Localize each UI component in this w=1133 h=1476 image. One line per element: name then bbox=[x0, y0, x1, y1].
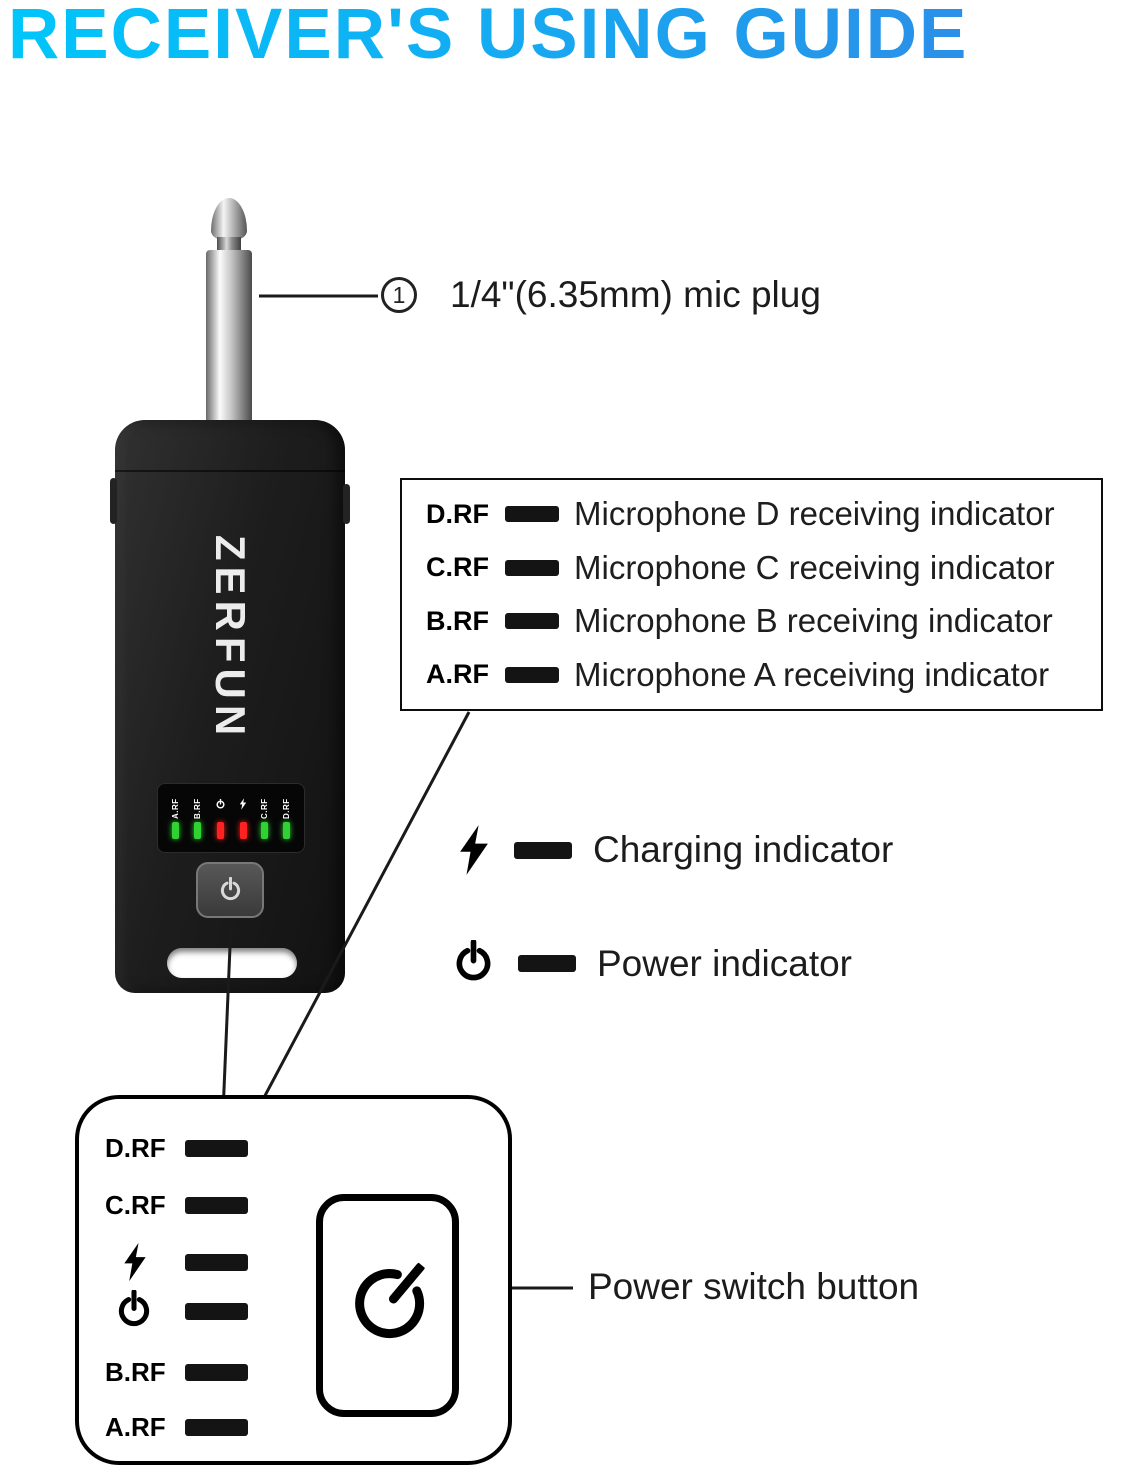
indicator-bar bbox=[185, 1253, 248, 1271]
rf-indicator-box: D.RF Microphone D receiving indicator C.… bbox=[400, 478, 1103, 711]
led-brf bbox=[194, 822, 201, 839]
panel-label-crf: C.RF bbox=[105, 1189, 166, 1220]
rf-row-b: B.RF Microphone B receiving indicator bbox=[426, 602, 1101, 640]
power-icon bbox=[118, 1290, 150, 1327]
indicator-bar bbox=[185, 1418, 248, 1436]
power-switch-label: Power switch button bbox=[588, 1266, 920, 1307]
device-cap-seam bbox=[115, 470, 345, 472]
led-column-brf: B.RF bbox=[193, 789, 202, 839]
rf-row-description: Microphone C receiving indicator bbox=[574, 548, 1055, 586]
rf-row-description: Microphone A receiving indicator bbox=[574, 655, 1050, 693]
led-label-drf: D.RF bbox=[282, 798, 291, 819]
led-arf bbox=[172, 822, 179, 839]
callout-number-badge: 1 bbox=[381, 277, 417, 313]
panel-label-arf: A.RF bbox=[105, 1411, 166, 1442]
led-column-arf: A.RF bbox=[171, 789, 180, 839]
charge-icon bbox=[124, 1242, 146, 1282]
rf-row-c: C.RF Microphone C receiving indicator bbox=[426, 549, 1101, 587]
indicator-bar bbox=[505, 559, 559, 576]
device-clip-slot bbox=[167, 948, 297, 978]
led-column-crf: C.RF bbox=[260, 789, 269, 839]
power-indicator-label: Power indicator bbox=[597, 942, 853, 984]
indicator-bar bbox=[505, 666, 559, 683]
indicator-bar bbox=[185, 1139, 248, 1157]
receiver-body: ZERFUN A.RF B.RF bbox=[110, 420, 350, 993]
rf-row-d: D.RF Microphone D receiving indicator bbox=[426, 495, 1101, 533]
mic-plug-label: 1/4"(6.35mm) mic plug bbox=[450, 274, 821, 315]
panel-label-drf: D.RF bbox=[105, 1132, 166, 1163]
panel-row-drf: D.RF bbox=[105, 1129, 248, 1167]
led-crf bbox=[261, 822, 268, 839]
indicator-bar bbox=[514, 841, 572, 859]
led-label-crf: C.RF bbox=[260, 798, 269, 819]
led-label-arf: A.RF bbox=[171, 798, 180, 819]
power-icon bbox=[315, 1233, 459, 1378]
rf-row-label: B.RF bbox=[426, 605, 489, 636]
device-side-bump-left bbox=[110, 478, 117, 524]
indicator-bar bbox=[185, 1363, 248, 1381]
panel-row-brf: B.RF bbox=[105, 1353, 248, 1391]
rf-row-a: A.RF Microphone A receiving indicator bbox=[426, 656, 1101, 694]
rf-row-label: C.RF bbox=[426, 552, 489, 583]
indicator-bar bbox=[185, 1196, 248, 1214]
mic-plug-shaft bbox=[206, 250, 252, 426]
led-column-power bbox=[215, 789, 226, 839]
power-switch-button bbox=[316, 1194, 459, 1417]
led-label-brf: B.RF bbox=[193, 798, 202, 819]
power-icon bbox=[456, 940, 491, 981]
indicator-bar bbox=[185, 1302, 248, 1320]
rf-row-label: D.RF bbox=[426, 498, 489, 529]
led-display: A.RF B.RF C.RF bbox=[157, 783, 305, 853]
led-column-charge bbox=[239, 789, 247, 839]
charge-icon bbox=[239, 789, 247, 819]
panel-row-arf: A.RF bbox=[105, 1408, 248, 1446]
power-indicator-row: Power indicator bbox=[450, 940, 852, 987]
bottom-panel: D.RF C.RF B.RF A.RF bbox=[75, 1095, 512, 1465]
led-charge bbox=[239, 822, 247, 839]
panel-row-power bbox=[105, 1290, 248, 1330]
device-power-button bbox=[196, 862, 264, 918]
power-icon bbox=[215, 789, 226, 819]
brand-label: ZERFUN bbox=[207, 534, 254, 742]
rf-row-description: Microphone B receiving indicator bbox=[574, 602, 1053, 640]
mic-plug-groove bbox=[217, 237, 241, 252]
rf-row-description: Microphone D receiving indicator bbox=[574, 495, 1055, 533]
led-column-drf: D.RF bbox=[282, 789, 291, 839]
panel-row-charge bbox=[105, 1242, 248, 1282]
page-title: RECEIVER'S USING GUIDE bbox=[8, 0, 968, 75]
led-drf bbox=[283, 822, 290, 839]
indicator-bar bbox=[518, 955, 576, 972]
led-power bbox=[217, 822, 224, 839]
charging-indicator-row: Charging indicator bbox=[455, 824, 893, 876]
charging-indicator-label: Charging indicator bbox=[593, 829, 894, 870]
device-side-bump-right bbox=[343, 484, 350, 524]
panel-label-brf: B.RF bbox=[105, 1356, 166, 1387]
mic-plug-tip bbox=[211, 198, 247, 240]
indicator-bar bbox=[505, 506, 559, 523]
rf-row-label: A.RF bbox=[426, 659, 489, 690]
power-icon bbox=[220, 876, 240, 900]
charge-icon bbox=[460, 825, 488, 875]
indicator-bar bbox=[505, 613, 559, 630]
panel-row-crf: C.RF bbox=[105, 1186, 248, 1224]
